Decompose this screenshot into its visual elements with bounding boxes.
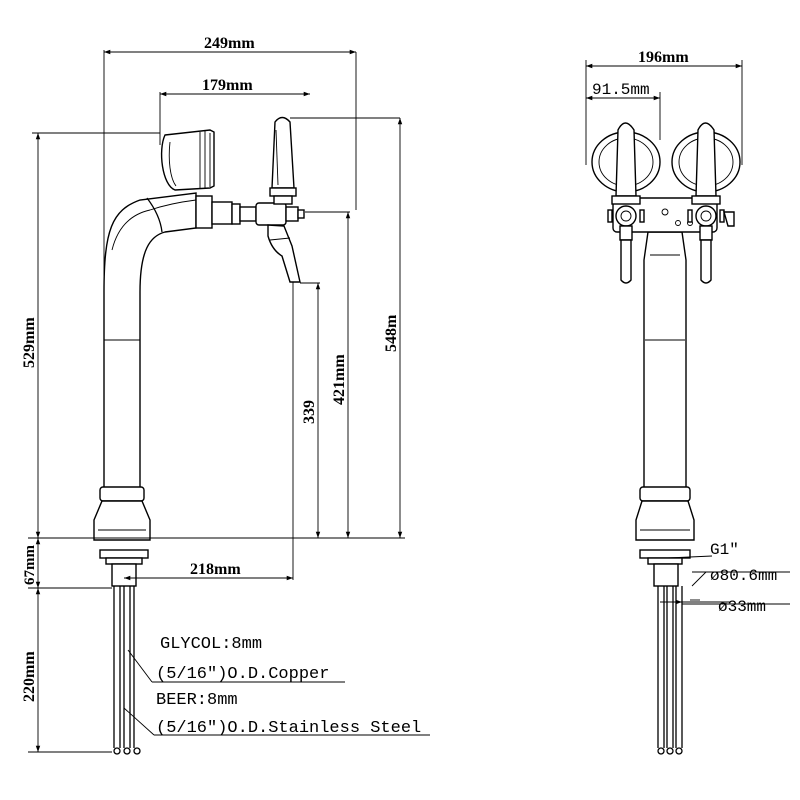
front-tower-base <box>635 486 695 587</box>
front-dim-overall-width: 196mm <box>638 49 689 66</box>
front-view: 196mm 91.5mm G1″ ø80.6mm ø33mm <box>585 49 790 755</box>
glycol-spec-line2: (5/16″)O.D.Copper <box>156 665 329 684</box>
side-dim-overall-width: 249mm <box>204 35 255 52</box>
side-dimension-arrows <box>35 49 403 752</box>
side-view: 249mm 179mm 529mm 548m 421mm 339 67mm 22… <box>21 35 405 755</box>
side-dim-total-height: 548m <box>383 314 400 352</box>
front-left-tap-head <box>591 122 661 284</box>
side-tower-body <box>103 192 197 489</box>
side-faucet-assembly <box>195 195 305 283</box>
front-tower-column <box>643 231 687 489</box>
front-leader-lines <box>667 555 790 605</box>
side-extension-lines <box>28 50 405 753</box>
side-tubes <box>113 586 141 755</box>
beer-spec-line2: (5/16″)O.D.Stainless Steel <box>156 719 421 738</box>
glycol-spec-line1: GLYCOL:8mm <box>160 635 262 654</box>
side-tower-base <box>93 486 151 587</box>
front-label-base-diameter: ø80.6mm <box>710 567 777 585</box>
front-dimension-arrows <box>586 63 742 605</box>
front-tubes <box>657 586 683 755</box>
side-dim-tube-length: 220mm <box>21 651 38 702</box>
side-tap-handle <box>269 116 297 205</box>
front-label-shank-diameter: ø33mm <box>718 598 766 616</box>
side-dim-reach: 179mm <box>202 77 253 94</box>
front-right-tap-head <box>671 122 741 284</box>
tubing-labels: GLYCOL:8mm (5/16″)O.D.Copper BEER:8mm (5… <box>123 635 430 738</box>
side-tap-cap <box>160 129 215 191</box>
front-dim-head-width: 91.5mm <box>592 81 650 99</box>
side-dim-spout-height: 421mm <box>331 354 348 405</box>
front-extension-lines <box>585 60 743 601</box>
front-crossbar <box>612 197 718 233</box>
beer-spec-line1: BEER:8mm <box>156 691 238 710</box>
side-dim-spout-clearance: 339 <box>301 400 318 424</box>
side-dim-height-to-base: 529mm <box>21 317 38 368</box>
side-dim-spout-offset: 218mm <box>190 561 241 578</box>
front-label-thread: G1″ <box>710 541 739 559</box>
side-dim-base-height: 67mm <box>22 545 38 585</box>
